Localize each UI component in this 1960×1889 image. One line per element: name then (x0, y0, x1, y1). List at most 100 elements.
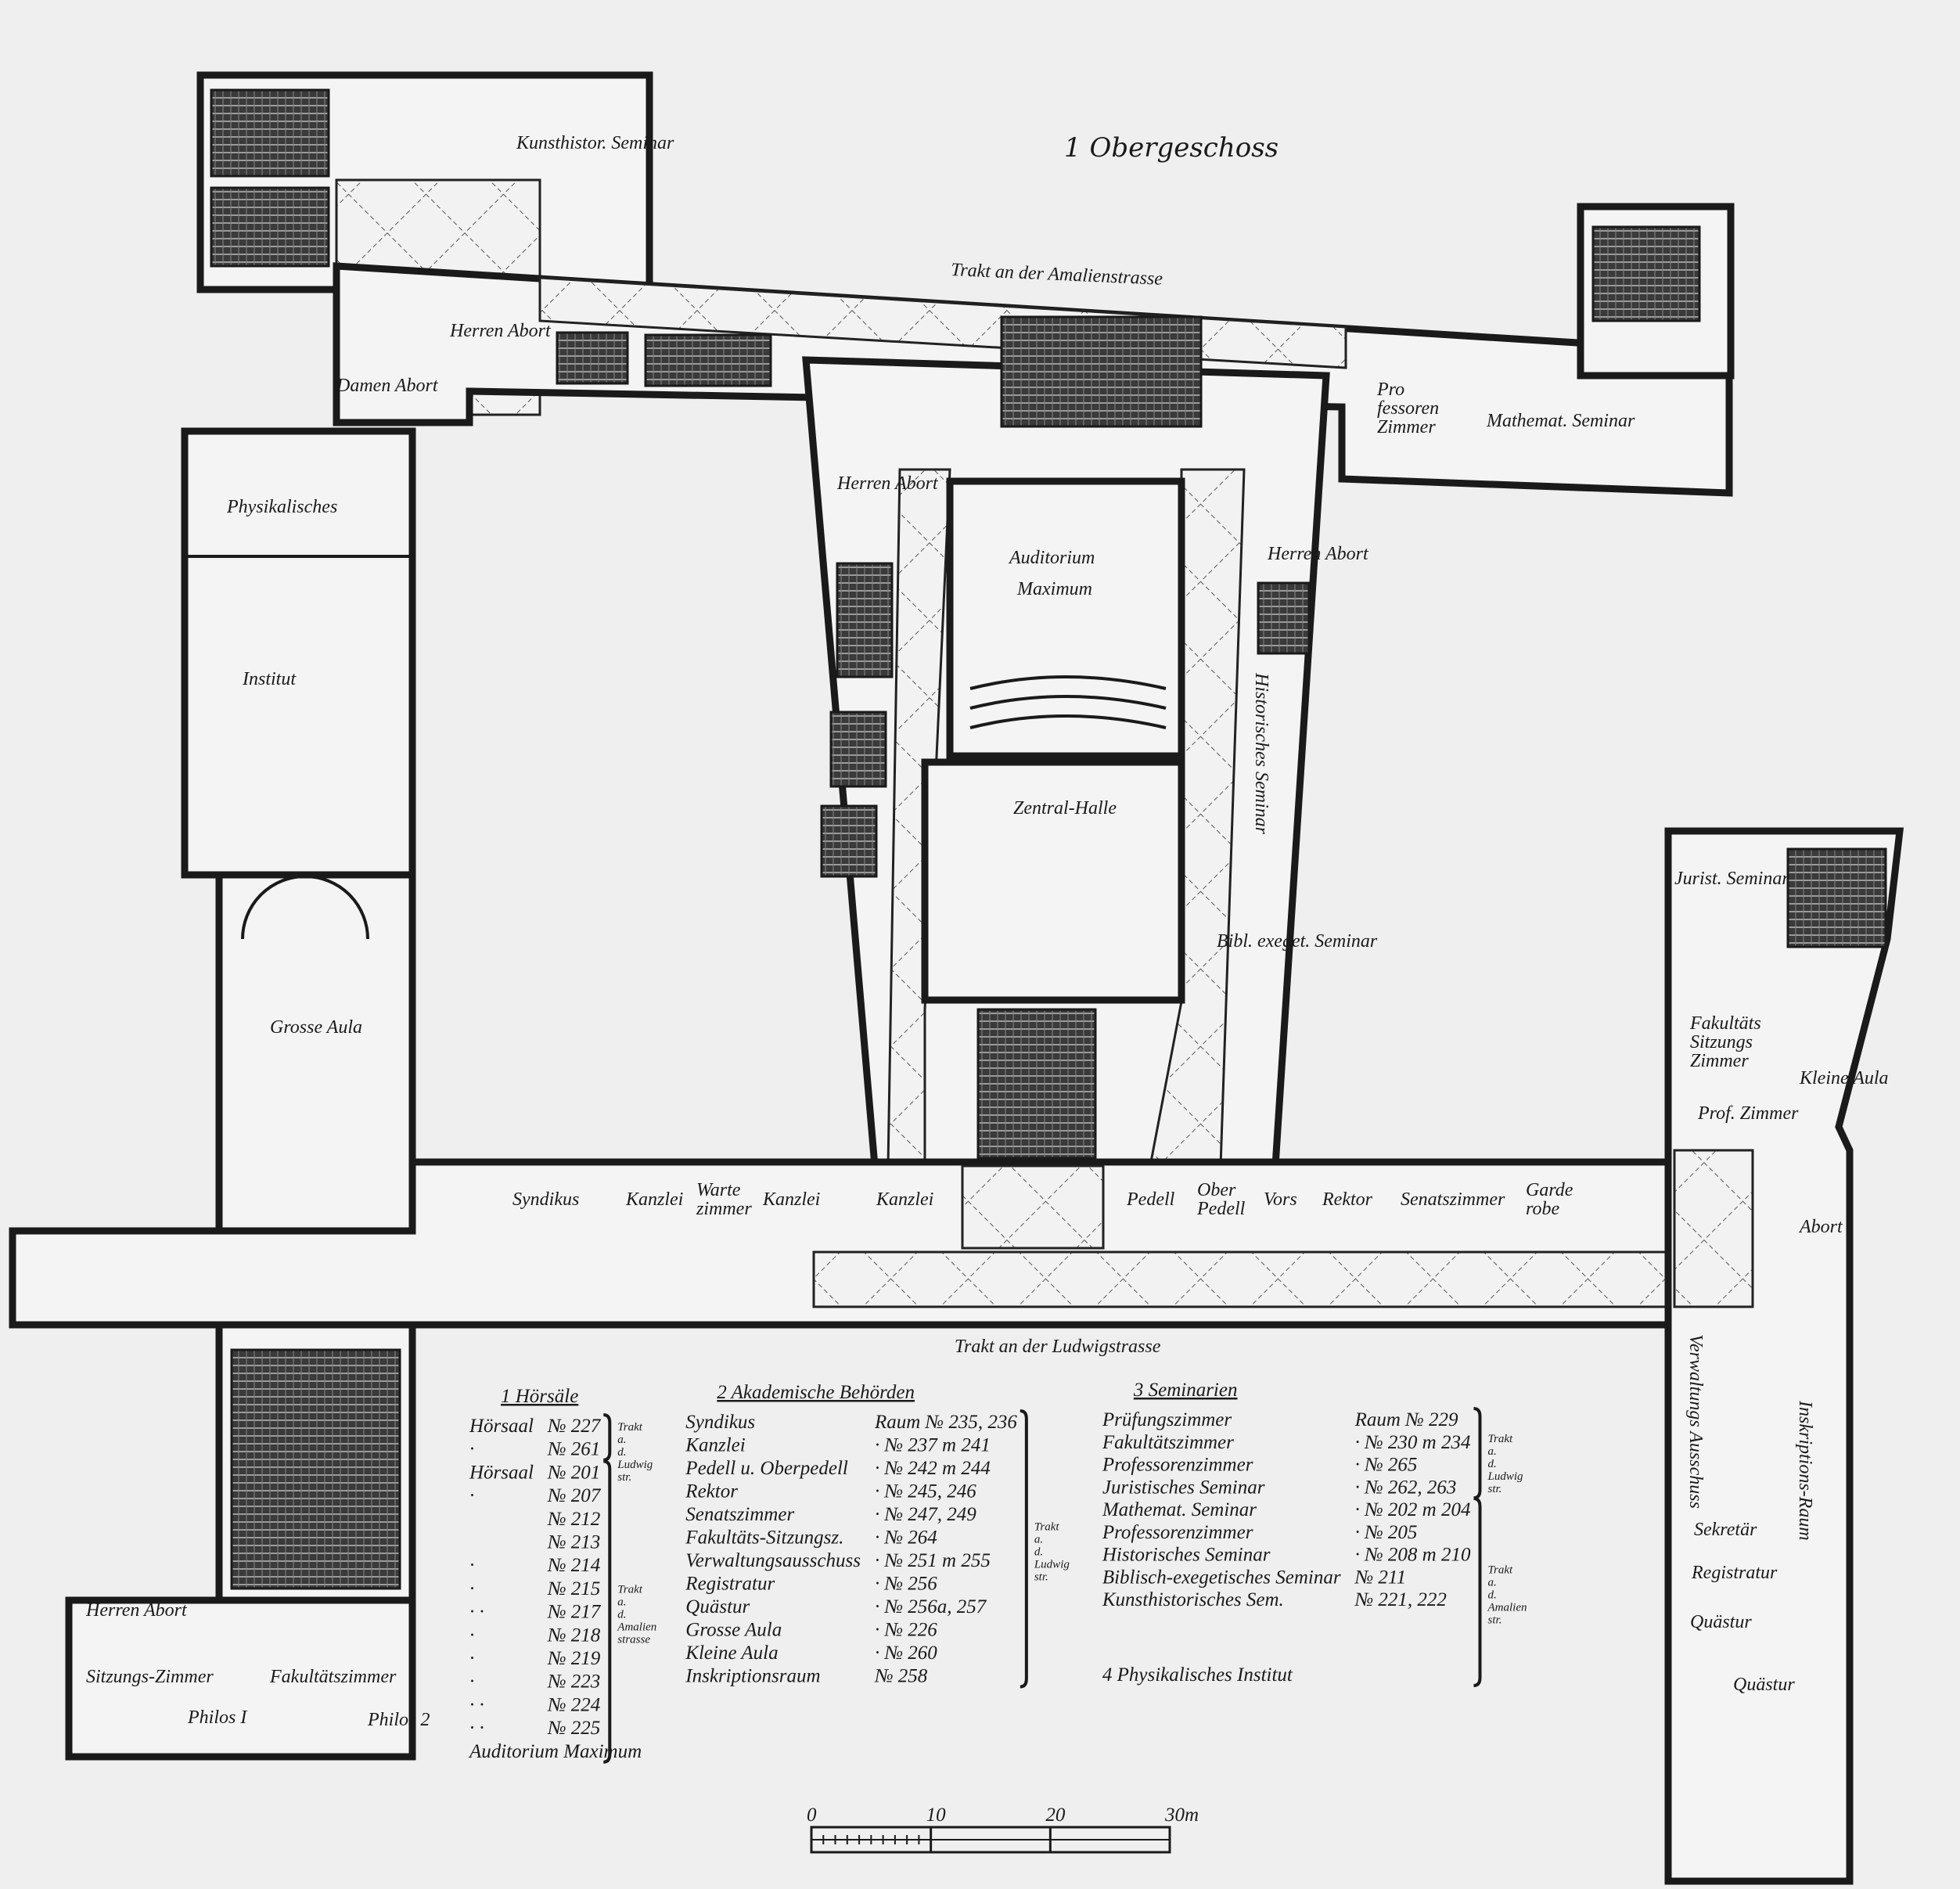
legend-row-room: № 221, 222 (1354, 1589, 1447, 1610)
legend-row-label: · · (469, 1718, 484, 1739)
room-label: Institut (242, 669, 297, 689)
legend-row-label: Historisches Seminar (1102, 1545, 1271, 1566)
room-label: Jurist. Seminar (1674, 869, 1789, 889)
legend-row-label: Kanzlei (685, 1435, 745, 1456)
legend-row-label: Auditorium Maximum (468, 1741, 642, 1762)
room-label: Sekretär (1694, 1520, 1757, 1540)
seating-hoersaal-2 (644, 333, 772, 387)
wing-label-ludwigstrasse: Trakt an der Ludwigstrasse (955, 1337, 1161, 1357)
legend-group-note: Trakt a. d. Ludwig str. (1487, 1433, 1527, 1495)
room-label: Kunsthistor. Seminar (516, 133, 674, 153)
plan-title: 1 Obergeschoss (1064, 132, 1278, 164)
plan-text: 1 Obergeschoss Trakt an der Amalienstras… (85, 132, 1889, 1730)
legend-row-room: · № 262, 263 (1355, 1477, 1457, 1498)
legend-row-label: Mathemat. Seminar (1102, 1499, 1257, 1520)
seating-right (1786, 847, 1887, 948)
bracket (1473, 1497, 1482, 1687)
legend-row-room: · № 230 m 234 (1355, 1432, 1471, 1453)
legend-row-room: · № 260 (875, 1643, 937, 1664)
legend-row-room: · № 242 m 244 (875, 1458, 991, 1479)
room-label: Senatszimmer (1401, 1189, 1505, 1210)
room-label: Abort (1798, 1217, 1843, 1237)
legend-group-note: Trakt a. d. Amalien str. (1487, 1564, 1530, 1627)
legend-row-label: Kunsthistorisches Sem. (1102, 1589, 1284, 1610)
room-label: Registratur (1691, 1563, 1778, 1583)
legend-group-note: Trakt a. d. Ludwig str. (1034, 1520, 1073, 1583)
right-wing (1664, 827, 1904, 1885)
room-label: Herren Abort (836, 473, 939, 494)
legend-row-label: Senatszimmer (685, 1504, 794, 1525)
room-label: Garde robe (1526, 1180, 1577, 1219)
zentral-halle-room (921, 758, 1185, 1004)
legend-row-label: · (469, 1648, 474, 1669)
legend-row-label: · (469, 1625, 474, 1646)
legend-row-room: · № 265 (1355, 1455, 1418, 1476)
bracket (1473, 1407, 1482, 1500)
legend-row-label: Verwaltungsausschuss (685, 1550, 861, 1571)
left-wing (181, 427, 416, 879)
legend-row-label: Rektor (685, 1481, 738, 1502)
room-label: Ober Pedell (1196, 1180, 1246, 1219)
legend-title-seminarien: 3 Seminarien (1133, 1380, 1238, 1401)
legend-row-room: № 227 (547, 1416, 602, 1437)
room-label: Kanzlei (762, 1189, 820, 1210)
room-label: Fakultäts Sitzungs Zimmer (1689, 1013, 1766, 1071)
legend-row-label: Pedell u. Oberpedell (685, 1458, 848, 1479)
room-label: Herren Abort (449, 321, 552, 341)
legend-row-room: № 213 (547, 1532, 600, 1553)
legend-row-room: · № 256a, 257 (875, 1596, 987, 1617)
seating-bottom-left (230, 1348, 401, 1590)
legend-row-label: Kleine Aula (685, 1643, 778, 1664)
legend-title-horsaele: 1 Hörsäle (501, 1386, 578, 1407)
legend-row-label: · (469, 1578, 474, 1599)
seating-top-left (210, 88, 330, 178)
legend-group-note: Trakt a. d. Amalien strasse (617, 1584, 660, 1646)
legend-row-label: Registratur (685, 1574, 775, 1595)
legend-row-room: · № 247, 249 (875, 1504, 976, 1525)
legend-row-label: · (469, 1555, 474, 1576)
legend-row-room: № 224 (547, 1694, 600, 1715)
lecture-seating (210, 88, 1887, 1590)
room-label: Fakultätszimmer (269, 1667, 397, 1687)
room-label: Inskriptions-Raum (1795, 1400, 1815, 1541)
room-label: Zentral-Halle (1013, 798, 1117, 819)
legend-row-label: · (469, 1485, 474, 1506)
scale-bar-label: 30m (1164, 1804, 1199, 1826)
room-label: Quästur (1690, 1612, 1752, 1632)
seating-top-left-2 (210, 186, 330, 268)
legend-title-behoerden: 2 Akademische Behörden (717, 1382, 915, 1403)
seating-top-right (1591, 225, 1701, 322)
ludwigstrasse-hall (961, 1164, 1105, 1250)
main-stairs (976, 1008, 1097, 1160)
room-label: Mathemat. Seminar (1486, 411, 1635, 431)
legend-row-room: · № 205 (1355, 1522, 1418, 1543)
legend-row-label: Prüfungszimmer (1102, 1409, 1232, 1430)
legend-row-label: Grosse Aula (685, 1620, 782, 1641)
room-label: Warte zimmer (696, 1180, 752, 1219)
auditorium-tiers (969, 675, 1167, 729)
scale-bar-label: 0 (807, 1804, 817, 1826)
legend-row-room: № 211 (1354, 1567, 1406, 1588)
room-label: Maximum (1016, 579, 1092, 599)
legend-row-room: · № 245, 246 (875, 1481, 976, 1502)
legend-row-room: · № 226 (875, 1620, 937, 1641)
bracket (1020, 1409, 1028, 1689)
seating-hoersaal-3 (1000, 315, 1203, 428)
legend-row-room: Raum № 229 (1354, 1409, 1458, 1430)
legend-row-room: № 218 (547, 1625, 601, 1646)
legend-row-label: Professorenzimmer (1102, 1522, 1253, 1543)
legend-row-label: · (469, 1439, 474, 1460)
legend-row-room: · № 208 m 210 (1355, 1545, 1471, 1566)
legend-row-room: № 214 (547, 1555, 600, 1576)
auditorium-maximum-room (946, 477, 1185, 760)
seating-center-2 (829, 711, 887, 788)
room-label: Philos I (187, 1707, 247, 1728)
legend-row-room: № 212 (547, 1509, 600, 1530)
room-label: Auditorium (1008, 548, 1095, 568)
legend-row-room: Raum № 235, 236 (874, 1412, 1017, 1433)
legend-row-room: № 215 (547, 1578, 600, 1599)
legend-row-room: № 201 (547, 1462, 600, 1483)
legend-row-room: № 219 (547, 1648, 601, 1669)
